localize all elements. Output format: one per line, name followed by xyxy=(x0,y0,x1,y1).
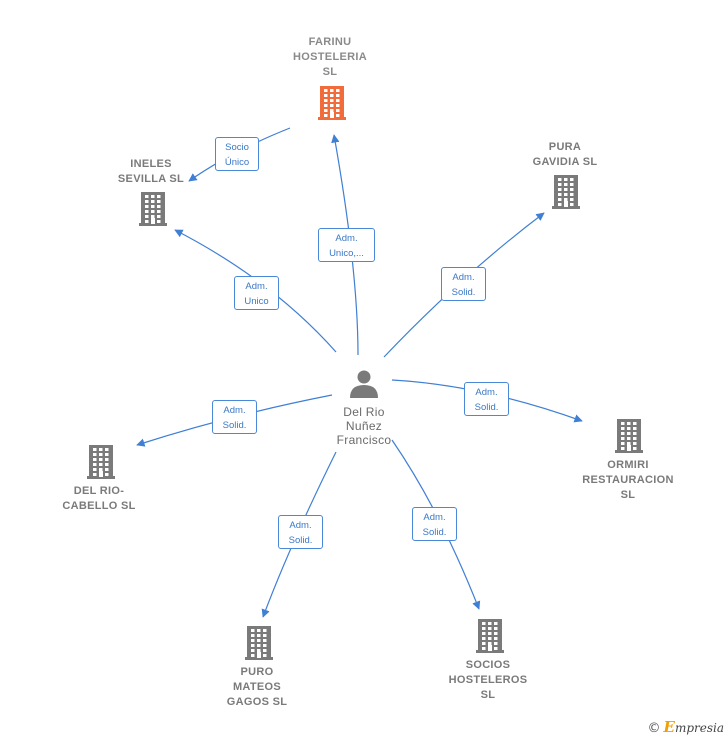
edge-label-center-pura[interactable]: Adm. Solid. xyxy=(441,267,486,301)
company-label-puro[interactable]: PURO MATEOS GAGOS SL xyxy=(226,666,288,708)
brand-initial: E xyxy=(663,718,675,736)
building-icon[interactable] xyxy=(318,86,346,120)
building-icon[interactable] xyxy=(476,619,504,653)
building-icon[interactable] xyxy=(552,175,580,209)
building-icon[interactable] xyxy=(615,419,643,453)
edge-label-center-puro[interactable]: Adm. Solid. xyxy=(278,515,323,549)
building-icon[interactable] xyxy=(245,626,273,660)
brand-name: mpresia xyxy=(674,721,724,735)
center-person-label[interactable]: Del Rio Nuñez Francisco xyxy=(336,405,392,447)
company-label-farinu[interactable]: FARINU HOSTELERIA SL xyxy=(293,36,367,78)
edge-label-center-farinu[interactable]: Adm. Unico,... xyxy=(318,228,375,262)
company-label-socios[interactable]: SOCIOS HOSTELEROS SL xyxy=(448,659,528,701)
brand-watermark: ©Empresia xyxy=(648,718,725,736)
company-label-ormiri[interactable]: ORMIRI RESTAURACION SL xyxy=(582,459,674,501)
copyright-icon: © xyxy=(647,721,661,736)
edge-label-center-ormiri[interactable]: Adm. Solid. xyxy=(464,382,509,416)
edge-label-center-socios[interactable]: Adm. Solid. xyxy=(412,507,457,541)
edge-label-center-ineles[interactable]: Adm. Unico xyxy=(234,276,279,310)
company-label-pura[interactable]: PURA GAVIDIA SL xyxy=(532,141,598,168)
company-label-ineles[interactable]: INELES SEVILLA SL xyxy=(117,158,185,185)
company-label-delrio[interactable]: DEL RIO- CABELLO SL xyxy=(62,485,136,512)
building-icon[interactable] xyxy=(139,192,167,226)
edge-label-farinu-ineles[interactable]: Socio Único xyxy=(215,137,259,171)
edge-label-center-delrio[interactable]: Adm. Solid. xyxy=(212,400,257,434)
person-icon[interactable] xyxy=(350,370,378,399)
building-icon[interactable] xyxy=(87,445,115,479)
